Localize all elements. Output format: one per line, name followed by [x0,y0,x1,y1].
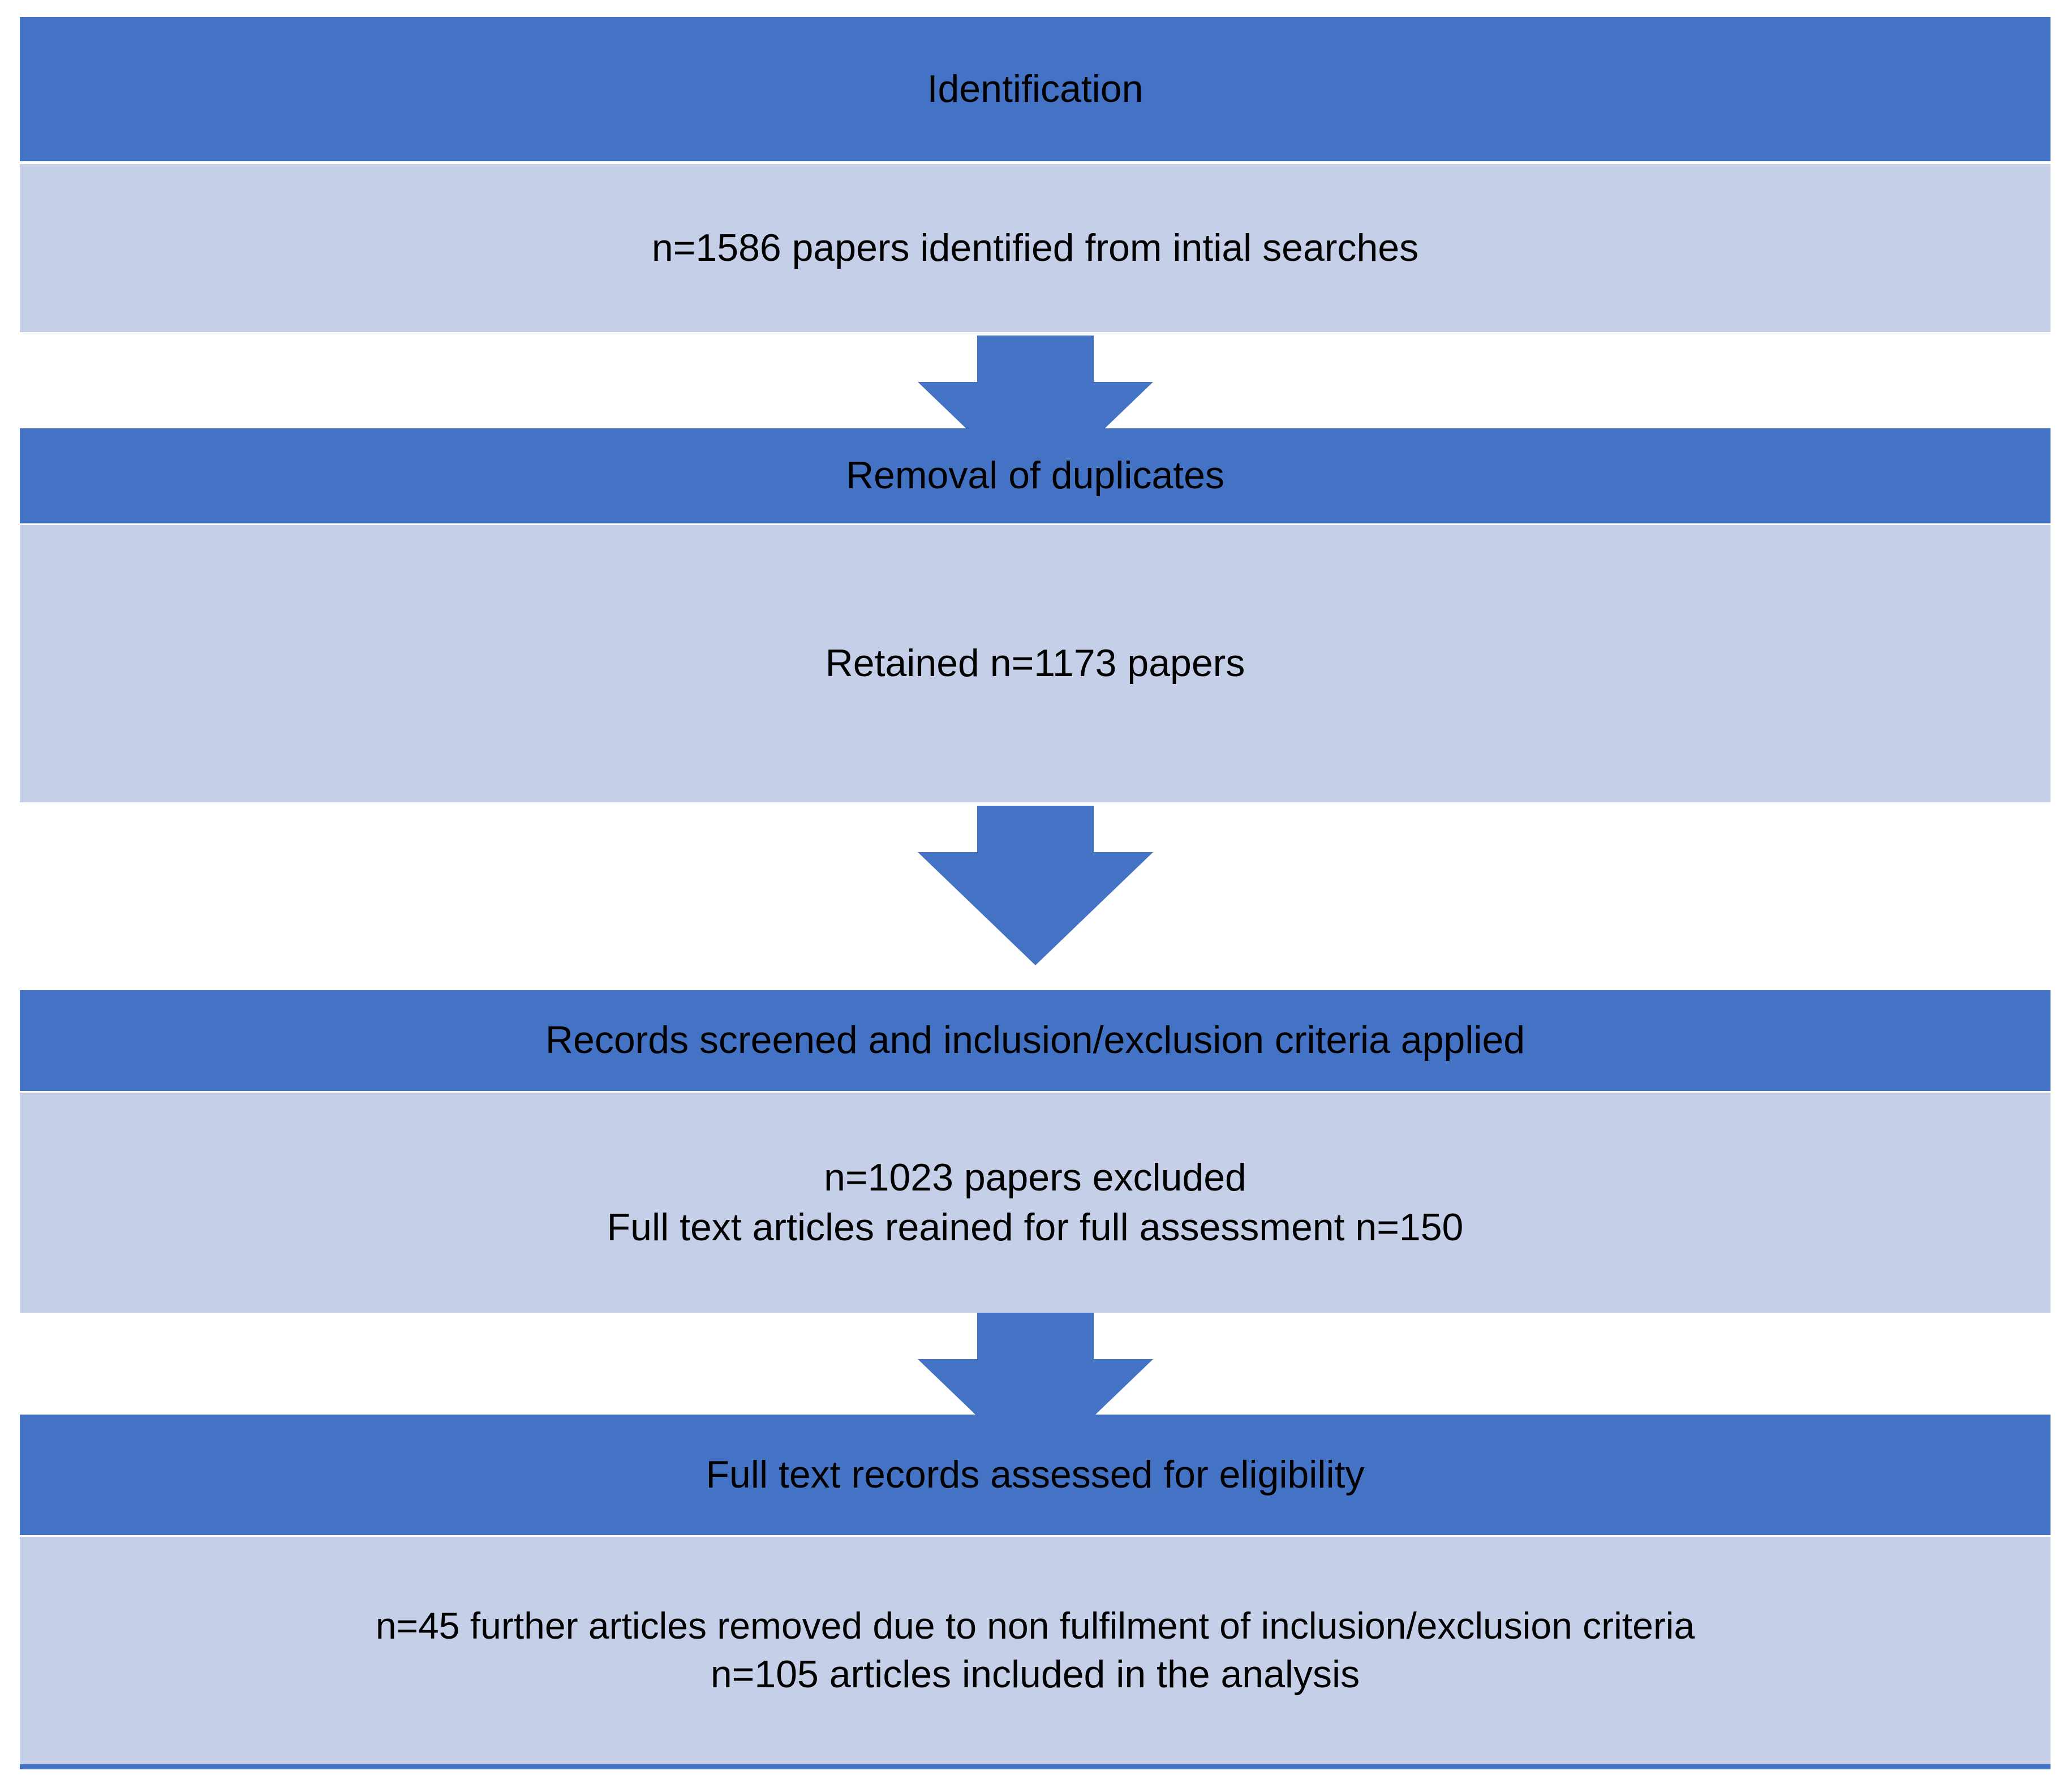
arrow-screening-to-eligibility [918,1313,1153,1472]
stage-duplicate-removal-header-label: Removal of duplicates [845,454,1224,497]
stage-eligibility-header-label: Full text records assessed for eligibili… [706,1452,1365,1496]
stage-duplicate-removal-header: Removal of duplicates [20,428,2050,523]
down-arrow-icon [918,806,1153,965]
stage-screening-body: n=1023 papers excluded Full text article… [20,1093,2050,1313]
arrow-duplicates-to-screening [918,806,1153,965]
stage-duplicate-removal: Removal of duplicates Retained n=1173 pa… [20,428,2050,802]
stage-screening: Records screened and inclusion/exclusion… [20,990,2050,1313]
stage-eligibility-body: n=45 further articles removed due to non… [20,1537,2050,1764]
stage-identification: Identification n=1586 papers identified … [20,17,2050,332]
stage-screening-body-line-1: n=1023 papers excluded [824,1156,1246,1200]
down-arrow-icon [918,336,1153,495]
stage-screening-header: Records screened and inclusion/exclusion… [20,990,2050,1091]
stage-identification-body-line-1: n=1586 papers identified from intial sea… [651,226,1419,269]
down-arrow-icon [918,1313,1153,1472]
arrow-identification-to-duplicates [918,336,1153,495]
stage-eligibility-body-line-2: n=105 articles included in the analysis [710,1652,1360,1696]
stage-identification-body: n=1586 papers identified from intial sea… [20,164,2050,332]
stage-screening-header-label: Records screened and inclusion/exclusion… [545,1018,1525,1062]
stage-eligibility-header: Full text records assessed for eligibili… [20,1415,2050,1535]
stage-identification-header-label: Identification [927,67,1144,110]
stage-duplicate-removal-body: Retained n=1173 papers [20,525,2050,802]
stage-identification-header: Identification [20,17,2050,161]
stage-eligibility: Full text records assessed for eligibili… [20,1415,2050,1764]
stage-duplicate-removal-body-line-1: Retained n=1173 papers [825,642,1245,685]
stage-screening-body-line-2: Full text articles reained for full asse… [607,1205,1464,1249]
stage-eligibility-body-line-1: n=45 further articles removed due to non… [375,1605,1695,1647]
diagram-bottom-rule [20,1764,2050,1769]
